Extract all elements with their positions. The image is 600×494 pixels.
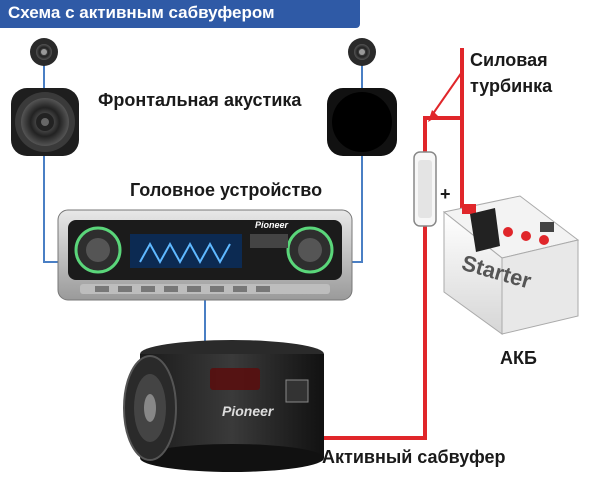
front-speakers-label: Фронтальная акустика: [98, 90, 302, 110]
fuse-label-line2: турбинка: [470, 76, 553, 96]
subwoofer: Pioneer: [123, 340, 324, 472]
right-tweeter: [348, 38, 376, 66]
head-unit: Pioneer: [57, 209, 353, 301]
head-unit-label: Головное устройство: [130, 180, 323, 200]
fuse-label-line1: Силовая: [470, 50, 548, 70]
left-front-speaker: [11, 88, 79, 156]
battery: Starter: [442, 195, 580, 335]
power-wire-battery: [425, 116, 464, 228]
head-unit-brand: Pioneer: [255, 220, 289, 230]
left-tweeter: [30, 38, 58, 66]
right-front-speaker: [327, 88, 397, 156]
fuse-arrow: [428, 71, 463, 122]
fuse-holder: [413, 151, 437, 227]
power-wire: [318, 48, 464, 440]
positive-terminal-sign: +: [440, 184, 451, 204]
title-bar: Схема с активным сабвуфером: [0, 0, 360, 28]
subwoofer-label: Активный сабвуфер: [322, 447, 506, 467]
subwoofer-brand: Pioneer: [222, 403, 275, 419]
battery-label: АКБ: [500, 348, 537, 368]
diagram-title: Схема с активным сабвуфером: [8, 3, 275, 22]
